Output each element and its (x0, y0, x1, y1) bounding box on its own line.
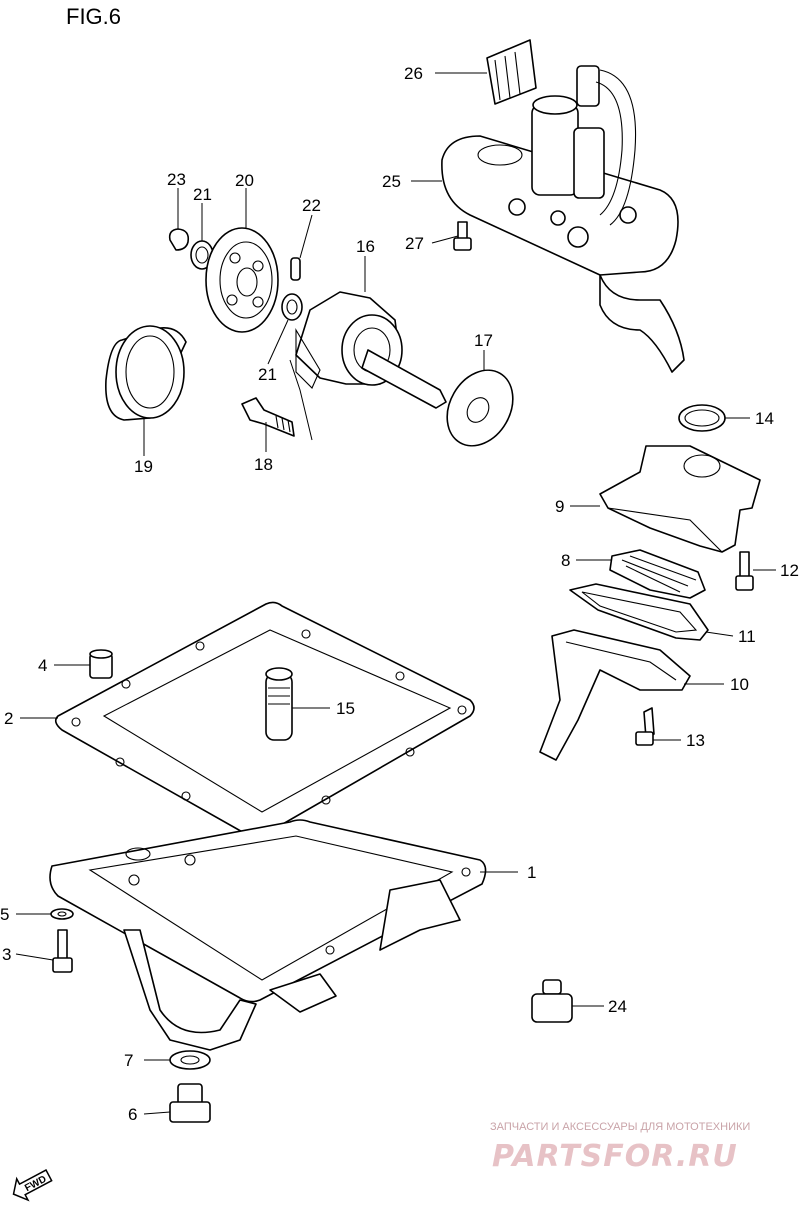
part-17-strainer-plate (446, 369, 514, 447)
callout-9: 9 (555, 497, 564, 516)
callout-25: 25 (382, 172, 401, 191)
watermark-brand: PARTSFOR.RU (492, 1139, 738, 1174)
callout-26: 26 (404, 64, 423, 83)
callout-27: 27 (405, 234, 424, 253)
part-6-drain-plug (169, 1083, 211, 1123)
callout-14: 14 (755, 409, 774, 428)
callout-12: 12 (780, 561, 799, 580)
part-19-ring-gear (105, 325, 187, 421)
callout-6: 6 (128, 1105, 137, 1124)
callout-21-upper: 21 (193, 185, 212, 204)
callout-20: 20 (235, 171, 254, 190)
callout-4: 4 (38, 656, 47, 675)
part-4-sleeve (89, 649, 113, 679)
callout-labels: 1 2 3 4 5 6 7 8 9 10 11 12 13 14 15 16 1… (0, 64, 799, 1124)
callout-21-lower: 21 (258, 365, 277, 384)
callout-18: 18 (254, 455, 273, 474)
part-23-circlip (168, 228, 190, 251)
part-21-washer-lower (281, 293, 303, 321)
part-11-gasket (569, 583, 709, 641)
callout-1: 1 (527, 863, 536, 882)
callout-10: 10 (730, 675, 749, 694)
fwd-label: FWD (23, 1174, 48, 1194)
fwd-arrow-icon (12, 1169, 53, 1202)
part-5-washer (50, 908, 74, 920)
callout-15: 15 (336, 699, 355, 718)
callout-17: 17 (474, 331, 493, 350)
callout-11: 11 (738, 627, 756, 646)
part-13-bolt (635, 707, 655, 746)
fwd-direction-marker: FWD (12, 1169, 53, 1202)
callout-3: 3 (2, 945, 11, 964)
callout-5: 5 (0, 905, 9, 924)
part-25-fuel-pump-assembly (441, 65, 685, 373)
part-26-connector (486, 39, 537, 105)
part-7-gasket-washer (169, 1050, 211, 1070)
part-20-oil-pump-gear (205, 227, 279, 333)
part-1-oil-pan (49, 819, 487, 1051)
leader-lines (15, 72, 776, 1115)
callout-2: 2 (4, 709, 13, 728)
part-8-oil-strainer (609, 549, 706, 599)
part-18-bolt (241, 359, 313, 441)
part-15-oil-fitting (265, 667, 293, 741)
figure-title: FIG.6 (66, 4, 121, 29)
callout-16: 16 (356, 237, 375, 256)
part-27-bolt (453, 221, 472, 251)
callout-22: 22 (302, 196, 321, 215)
part-9-oil-pipe (599, 445, 761, 553)
callout-8: 8 (561, 551, 570, 570)
part-12-bolt (735, 551, 754, 591)
watermark-tagline: ЗАПЧАСТИ И АКСЕССУАРЫ ДЛЯ МОТОТЕХНИКИ (490, 1121, 750, 1133)
part-2-oil-pan-gasket (54, 601, 475, 839)
callout-19: 19 (134, 457, 153, 476)
part-3-bolt (52, 929, 73, 973)
callout-7: 7 (124, 1051, 133, 1070)
part-24-plug (531, 979, 573, 1023)
part-22-pin (290, 257, 301, 281)
part-10-strainer-cap (539, 629, 691, 761)
callout-13: 13 (686, 731, 705, 750)
callout-24: 24 (608, 997, 627, 1016)
watermark: ЗАПЧАСТИ И АКСЕССУАРЫ ДЛЯ МОТОТЕХНИКИ PA… (490, 1121, 750, 1174)
part-14-o-ring (678, 404, 726, 432)
part-16-oil-pump (295, 291, 447, 409)
callout-23: 23 (167, 170, 186, 189)
